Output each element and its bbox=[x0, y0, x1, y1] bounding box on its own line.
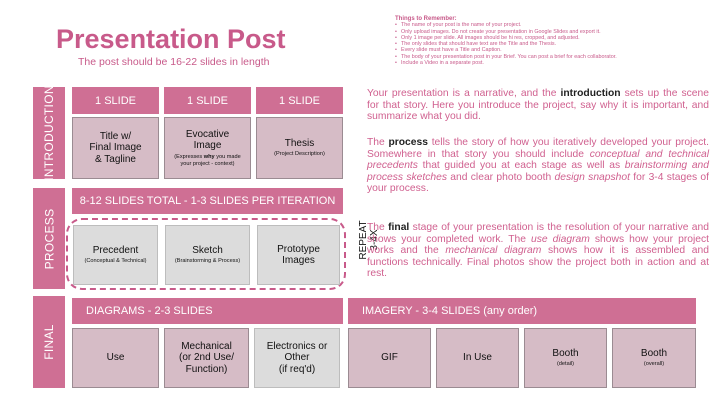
intro-header-1: 1 SLIDE bbox=[72, 87, 159, 114]
thesis-caption: (Project Description) bbox=[274, 151, 325, 158]
diagrams-header: DIAGRAMS - 2-3 SLIDES bbox=[72, 298, 343, 324]
mechanical-diagram-box: Mechanical (or 2nd Use/ Function) bbox=[164, 328, 249, 388]
electronics-line: Electronics or bbox=[266, 340, 328, 352]
text-run: Your presentation is a narrative, and th… bbox=[367, 88, 561, 99]
booth-detail-caption: (detail) bbox=[556, 361, 575, 368]
mechanical-line: Function) bbox=[185, 363, 228, 375]
precedent-box: Precedent (Conceptual & Technical) bbox=[73, 225, 158, 285]
intro-header-3: 1 SLIDE bbox=[256, 87, 343, 114]
intro-thesis-box: Thesis (Project Description) bbox=[256, 117, 343, 179]
precedent-caption: (Conceptual & Technical) bbox=[84, 258, 147, 265]
text-run: tells the story of how you iteratively d… bbox=[367, 137, 709, 160]
imagery-header: IMAGERY - 3-4 SLIDES (any order) bbox=[348, 298, 696, 324]
precedent-label: Precedent bbox=[92, 244, 139, 256]
section-process-text: PROCESS bbox=[42, 208, 57, 269]
text-run: that guided you at each stage as well as bbox=[417, 160, 625, 172]
page-title: Presentation Post bbox=[56, 24, 286, 54]
mechanical-line: (or 2nd Use/ bbox=[178, 352, 235, 364]
reminders-list: The name of your post is the name of you… bbox=[395, 22, 710, 66]
reminder-item: The name of your post is the name of you… bbox=[395, 22, 710, 29]
text-run: for 3-4 stages of your process. bbox=[367, 171, 709, 195]
in-use-label: In Use bbox=[463, 352, 492, 364]
section-introduction-text: INTRODUCTION bbox=[42, 85, 56, 181]
emphasis-run: brainstorming and process sketches bbox=[367, 160, 709, 183]
mechanical-line: Mechanical bbox=[181, 340, 232, 352]
prototype-line: Prototype bbox=[277, 243, 320, 255]
reminders-panel: Things to Remember: The name of your pos… bbox=[395, 16, 710, 67]
use-label: Use bbox=[106, 352, 125, 364]
title-box-line: Final Image bbox=[89, 142, 142, 154]
reminder-item: The only slides that should have text ar… bbox=[395, 41, 710, 48]
gif-label: GIF bbox=[381, 352, 398, 364]
reminders-title: Things to Remember: bbox=[395, 16, 457, 22]
prototype-line: Images bbox=[282, 255, 315, 266]
reminder-item: The body of your presentation post in yo… bbox=[395, 54, 710, 61]
text-run: shows how it is assembled and functions … bbox=[367, 245, 709, 280]
booth-overall-label: Booth bbox=[640, 347, 668, 359]
section-label-introduction: INTRODUCTION bbox=[33, 85, 65, 181]
evocative-line: Evocative bbox=[185, 128, 230, 140]
intro-header-2: 1 SLIDE bbox=[164, 87, 251, 114]
keyword-introduction: introduction bbox=[560, 88, 621, 99]
emphasis-run: conceptual and technical precedents bbox=[367, 148, 709, 172]
section-label-process: PROCESS bbox=[33, 188, 65, 289]
reminder-item: Only upload images. Do not create your p… bbox=[395, 29, 710, 36]
final-paragraph: The final stage of your presentation is … bbox=[367, 222, 709, 280]
reminder-item: Every slide must have a Title and Captio… bbox=[395, 47, 710, 54]
iteration-loop-outline bbox=[66, 218, 346, 290]
title-box-line: & Tagline bbox=[95, 153, 136, 165]
electronics-line: Other bbox=[284, 352, 310, 364]
process-paragraph: The process tells the story of how you i… bbox=[367, 137, 709, 195]
text-run: shows how your project works and the bbox=[367, 233, 709, 257]
caption-emphasis: why bbox=[203, 153, 215, 160]
text-run: stage of your presentation is the resolu… bbox=[367, 222, 709, 245]
section-final-text: FINAL bbox=[42, 324, 57, 360]
evocative-line: Image bbox=[193, 140, 222, 152]
sketch-box: Sketch (Brainstorming & Process) bbox=[165, 225, 250, 285]
emphasis-run: use diagram bbox=[531, 233, 590, 245]
booth-detail-label: Booth bbox=[552, 347, 579, 359]
intro-title-box: Title w/ Final Image & Tagline bbox=[72, 117, 159, 179]
process-header: 8-12 SLIDES TOTAL - 1-3 SLIDES PER ITERA… bbox=[72, 188, 343, 214]
caption-part: your project - context) bbox=[180, 160, 235, 167]
use-diagram-box: Use bbox=[72, 328, 159, 388]
keyword-process: process bbox=[388, 137, 428, 148]
reminder-item: Only 1 image per slide. All images shoul… bbox=[395, 35, 710, 42]
text-run: The bbox=[367, 222, 389, 233]
keyword-final: final bbox=[388, 222, 410, 233]
sketch-label: Sketch bbox=[192, 244, 223, 256]
electronics-box: Electronics or Other (if req'd) bbox=[254, 328, 340, 388]
caption-part: you made bbox=[214, 153, 241, 160]
prototype-box: Prototype Images bbox=[257, 225, 340, 285]
emphasis-run: mechanical diagram bbox=[445, 245, 542, 257]
intro-paragraph: Your presentation is a narrative, and th… bbox=[367, 88, 709, 123]
page-subtitle: The post should be 16-22 slides in lengt… bbox=[78, 56, 270, 68]
electronics-line: (if req'd) bbox=[278, 363, 316, 375]
emphasis-run: design snapshot bbox=[554, 171, 630, 183]
sketch-caption: (Brainstorming & Process) bbox=[174, 258, 241, 265]
title-box-line: Title w/ bbox=[99, 130, 132, 142]
booth-detail-box: Booth (detail) bbox=[524, 328, 607, 388]
booth-overall-box: Booth (overall) bbox=[612, 328, 696, 388]
in-use-box: In Use bbox=[436, 328, 519, 388]
thesis-label: Thesis bbox=[284, 137, 315, 149]
text-run: and clear photo booth bbox=[447, 171, 555, 183]
section-label-final: FINAL bbox=[33, 296, 65, 388]
caption-part: (Expresses bbox=[174, 153, 204, 160]
text-run: The bbox=[367, 137, 389, 148]
text-run: sets up the scene for that story. Here y… bbox=[367, 88, 709, 123]
booth-overall-caption: (overall) bbox=[643, 361, 665, 368]
reminder-item: Include a Video in a separate post. bbox=[395, 60, 710, 67]
gif-box: GIF bbox=[348, 328, 431, 388]
